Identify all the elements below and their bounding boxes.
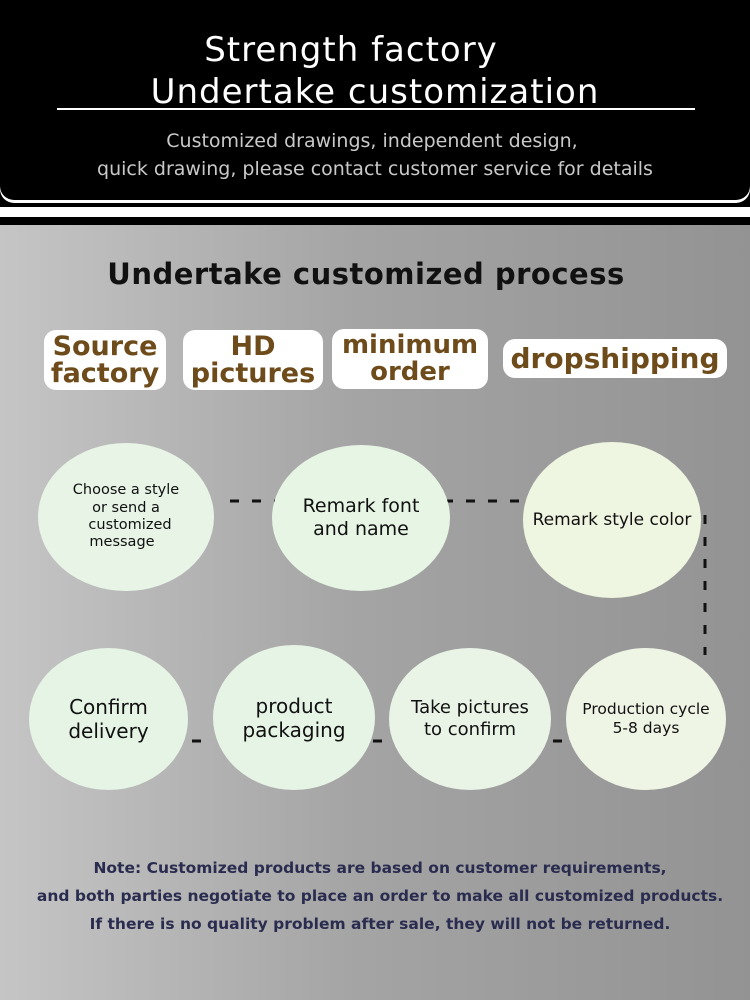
feature-badge-source-factory: Source factory — [44, 330, 166, 390]
banner-subtitle-line-1: Customized drawings, independent design, — [166, 130, 578, 152]
banner-title-line-1: Strength factory — [204, 30, 498, 70]
step-line: Take pictures — [411, 697, 529, 719]
feature-badge-hd-pictures: HD pictures — [183, 330, 323, 390]
step-line: or send a — [92, 499, 160, 516]
step-line: Remark style color — [532, 509, 692, 530]
step-line: and name — [313, 518, 409, 540]
process-step-choose-style: Choose a style or send a customized mess… — [38, 443, 214, 591]
process-connectors — [192, 499, 707, 743]
step-line: Confirm — [69, 695, 148, 719]
process-step-remark-style-color: Remark style color — [523, 442, 701, 598]
process-step-take-pictures: Take pictures to confirm — [389, 648, 551, 790]
step-line: Choose a style — [72, 482, 180, 499]
process-step-product-packaging: product packaging — [213, 645, 375, 790]
feature-line: order — [370, 357, 450, 387]
divider-stripe — [0, 207, 750, 217]
note-text: Note: Customized products are based on c… — [0, 854, 750, 938]
feature-line: factory — [50, 358, 160, 389]
note-line: and both parties negotiate to place an o… — [36, 887, 724, 905]
banner-title-line-2: Undertake customization — [150, 72, 600, 112]
process-step-production-cycle: Production cycle 5-8 days — [566, 648, 726, 790]
feature-line: HD — [230, 331, 276, 362]
step-line: to confirm — [423, 719, 517, 740]
header-banner: Strength factory Undertake customization… — [0, 0, 750, 200]
process-title: Undertake customized process — [107, 257, 625, 291]
step-line: Remark font — [302, 495, 420, 518]
step-line: product — [255, 693, 333, 718]
feature-line: pictures — [190, 358, 316, 389]
feature-line: minimum — [341, 330, 479, 360]
title-underline — [57, 108, 695, 110]
step-line: 5-8 days — [612, 719, 680, 737]
feature-line: dropshipping — [510, 342, 720, 375]
feature-badge-dropshipping: dropshipping — [503, 339, 727, 378]
step-line: customized message — [88, 517, 172, 551]
process-step-remark-font: Remark font and name — [272, 445, 450, 591]
feature-badge-minimum-order: minimum order — [332, 329, 488, 389]
process-step-confirm-delivery: Confirm delivery — [29, 648, 188, 790]
process-panel: Undertake customized process Source fact… — [0, 225, 750, 1000]
note-line: Note: Customized products are based on c… — [93, 859, 667, 877]
step-line: delivery — [68, 719, 149, 743]
feature-line: Source — [52, 331, 158, 362]
banner-subtitle-line-2: quick drawing, please contact customer s… — [97, 158, 653, 180]
step-line: packaging — [242, 717, 346, 742]
note-line: If there is no quality problem after sal… — [89, 915, 671, 933]
step-line: Production cycle — [582, 700, 710, 719]
